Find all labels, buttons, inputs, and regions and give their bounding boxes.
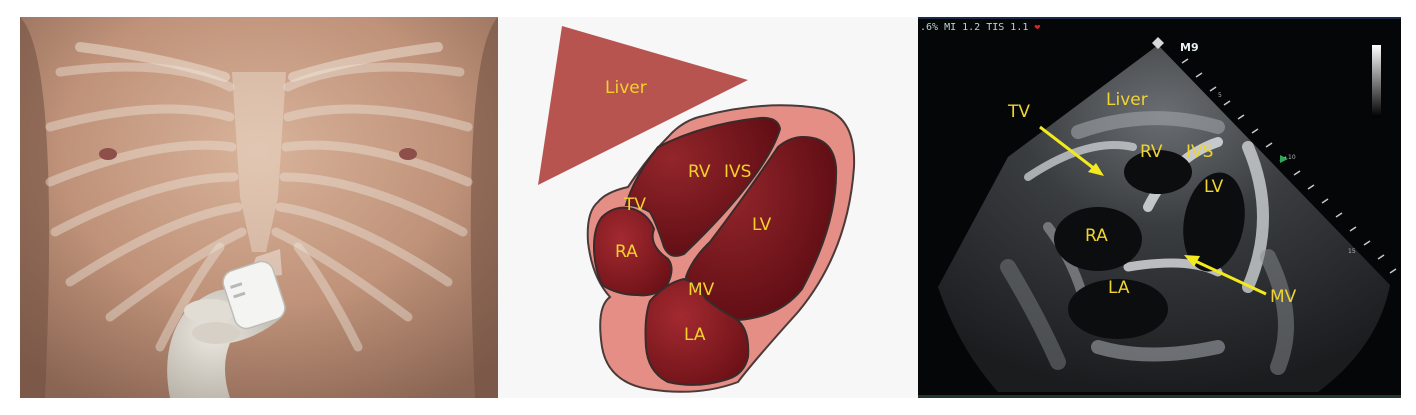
probe-apex-marker (1152, 37, 1164, 49)
torso (20, 17, 498, 398)
echo-label-ivs: IVS (1186, 142, 1213, 162)
echo-label-rv: RV (1140, 142, 1163, 162)
depth-label-10: 10 (1288, 154, 1296, 161)
left-nipple (399, 148, 417, 160)
echo-label-liver: Liver (1106, 90, 1148, 110)
right-nipple (99, 148, 117, 160)
sternum (232, 72, 286, 252)
echo-acquisition-header: .6% MI 1.2 TIS 1.1 ❤ (920, 22, 1040, 33)
la-chamber (644, 277, 750, 386)
echo-image: 5 10 15 Liver TV RV IVS LV RA LA MV (918, 17, 1401, 398)
liver-shape (538, 26, 748, 185)
echo-header-text: .6% MI 1.2 TIS 1.1 (920, 22, 1029, 33)
echo-la-cavity (1068, 279, 1168, 339)
ultrasound-probe (222, 260, 286, 330)
depth-label-5: 5 (1218, 92, 1222, 99)
diagram-label-tv: TV (623, 195, 646, 215)
echo-label-lv: LV (1204, 177, 1224, 197)
echo-label-la: LA (1108, 278, 1130, 298)
echocardiogram-panel: 5 10 15 Liver TV RV IVS LV RA LA MV .6% … (918, 17, 1401, 398)
echo-ra-cavity (1054, 207, 1142, 271)
ribcage-overlay (45, 62, 473, 352)
rv-chamber (624, 116, 782, 257)
diagram-label-ra: RA (615, 242, 638, 262)
echo-label-tv: TV (1007, 102, 1030, 122)
echo-lv-cavity (1183, 172, 1245, 272)
diagram-label-la: LA (684, 325, 706, 345)
diagram-label-liver: Liver (605, 78, 647, 98)
ultrasound-sector (938, 45, 1390, 392)
probe-marker-label: M9 (1180, 41, 1199, 54)
echo-label-mv: MV (1270, 287, 1297, 307)
echo-rv-cavity (1124, 150, 1192, 194)
heart-schematic-panel: Liver RV IVS TV LV RA MV LA (498, 17, 918, 398)
depth-label-15: 15 (1348, 248, 1356, 255)
heart-schematic: Liver RV IVS TV LV RA MV LA (538, 26, 856, 393)
diagram-label-mv: MV (688, 280, 715, 300)
diagram-label-ivs: IVS (724, 162, 751, 182)
heart-icon: ❤ (1034, 22, 1041, 33)
photo-illustration (20, 17, 498, 398)
echo-arrow-tv (1039, 125, 1104, 176)
echo-arrow-mv (1184, 255, 1267, 296)
focus-marker (1280, 155, 1288, 163)
diagram-label-rv: RV (688, 162, 711, 182)
grayscale-bar (1372, 45, 1381, 117)
diagram-label-lv: LV (752, 215, 772, 235)
depth-scale-ticks (1181, 58, 1397, 274)
probe-position-photo (20, 17, 498, 398)
echo-label-ra: RA (1085, 226, 1108, 246)
